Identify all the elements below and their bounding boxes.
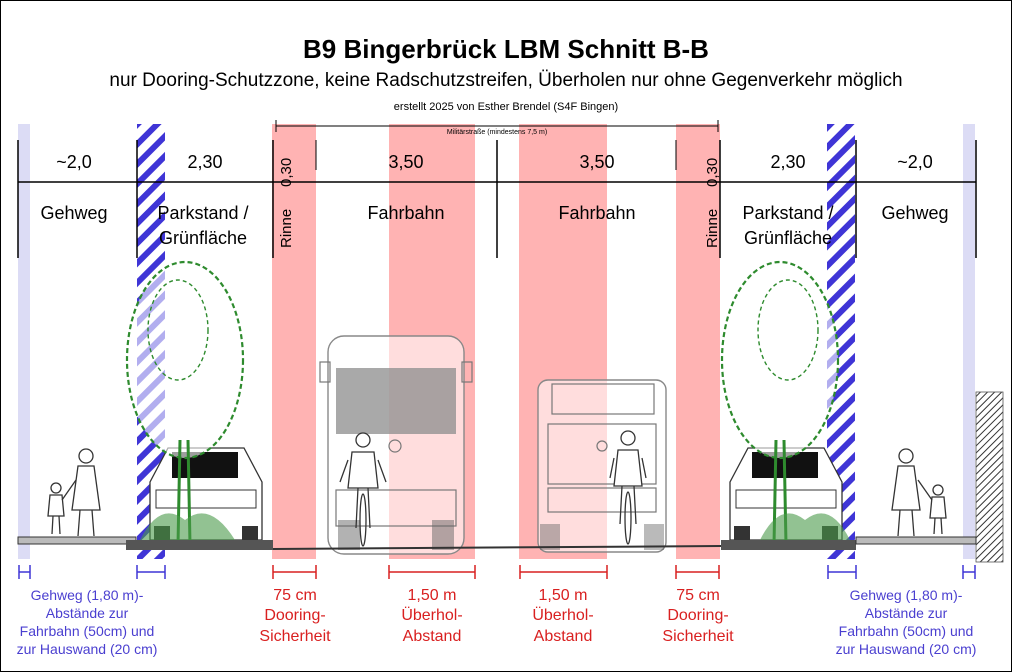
dim-rinne-right: 0,30 — [704, 158, 721, 187]
dooring-zone-right — [676, 124, 720, 559]
militaerstrasse-label: Militärstraße (mindestens 7,5 m) — [447, 129, 547, 136]
label-rinne-left: Rinne — [278, 209, 295, 248]
cyclist-left — [339, 432, 387, 547]
bus-left — [319, 335, 473, 555]
label-parkstand-right-1: Parkstand / — [742, 203, 833, 223]
label-gehweg-left: Gehweg — [40, 203, 107, 223]
house-wall — [975, 391, 1004, 563]
dim-park-left: 2,30 — [187, 152, 222, 172]
svg-text:Abstände zur: Abstände zur — [865, 605, 948, 621]
label-rinne-right: Rinne — [704, 209, 721, 248]
note-gehweg-left: Gehweg (1,80 m)- Abstände zur Fahrbahn (… — [17, 587, 158, 657]
page-title: B9 Bingerbrück LBM Schnitt B-B — [303, 34, 709, 64]
svg-text:Überhol-: Überhol- — [532, 606, 593, 624]
label-fahrbahn-left: Fahrbahn — [367, 203, 444, 223]
bracket-red-2 — [388, 565, 476, 579]
svg-text:Gehweg (1,80 m)-: Gehweg (1,80 m)- — [850, 587, 963, 603]
bracket-blue-left-1 — [18, 565, 31, 579]
dim-fahrbahn-right: 3,50 — [579, 152, 614, 172]
note-gehweg-right: Gehweg (1,80 m)- Abstände zur Fahrbahn (… — [836, 587, 977, 657]
svg-text:zur Hauswand (20 cm): zur Hauswand (20 cm) — [17, 641, 158, 657]
svg-text:1,50 m: 1,50 m — [539, 587, 588, 604]
dim-park-right: 2,30 — [770, 152, 805, 172]
svg-text:75 cm: 75 cm — [273, 587, 317, 604]
label-gehweg-right: Gehweg — [881, 203, 948, 223]
bus-right — [537, 379, 667, 553]
road-surface — [17, 536, 977, 550]
dim-rinne-left: 0,30 — [278, 158, 295, 187]
label-parkstand-left-1: Parkstand / — [157, 203, 248, 223]
pedestrians-left — [47, 448, 101, 537]
note-ueberhol-right: 1,50 m Überhol- Abstand — [532, 587, 593, 645]
label-parkstand-right-2: Grünfläche — [744, 228, 832, 248]
bracket-blue-right-1 — [827, 565, 857, 579]
svg-text:1,50 m: 1,50 m — [408, 587, 457, 604]
svg-text:zur Hauswand (20 cm): zur Hauswand (20 cm) — [836, 641, 977, 657]
svg-text:75 cm: 75 cm — [676, 587, 720, 604]
gehweg-strip-left — [18, 124, 30, 559]
svg-text:Dooring-: Dooring- — [264, 607, 325, 624]
tree-left — [125, 260, 245, 546]
note-dooring-right: 75 cm Dooring- Sicherheit — [662, 587, 734, 645]
svg-text:Fahrbahn (50cm) und: Fahrbahn (50cm) und — [839, 623, 974, 639]
gehweg-strip-right — [963, 124, 975, 559]
bracket-red-1 — [272, 565, 317, 579]
svg-text:Abstand: Abstand — [534, 628, 593, 645]
svg-text:Abstände zur: Abstände zur — [46, 605, 129, 621]
note-dooring-left: 75 cm Dooring- Sicherheit — [259, 587, 331, 645]
svg-text:Sicherheit: Sicherheit — [259, 628, 331, 645]
dimension-ticks — [17, 140, 977, 258]
label-parkstand-left-2: Grünfläche — [159, 228, 247, 248]
cyclist-right — [609, 430, 647, 545]
note-ueberhol-left: 1,50 m Überhol- Abstand — [401, 587, 462, 645]
dim-gehweg-right: ~2,0 — [897, 152, 933, 172]
dim-gehweg-left: ~2,0 — [56, 152, 92, 172]
svg-text:Überhol-: Überhol- — [401, 606, 462, 624]
dim-fahrbahn-left: 3,50 — [388, 152, 423, 172]
bracket-blue-right-2 — [962, 565, 976, 579]
svg-text:Gehweg (1,80 m)-: Gehweg (1,80 m)- — [31, 587, 144, 603]
svg-text:Dooring-: Dooring- — [667, 607, 728, 624]
pedestrians-right — [891, 448, 947, 537]
svg-text:Sicherheit: Sicherheit — [662, 628, 734, 645]
credit-text: erstellt 2025 von Esther Brendel (S4F Bi… — [394, 101, 618, 113]
dooring-zone-left — [272, 124, 316, 559]
svg-text:Fahrbahn (50cm) und: Fahrbahn (50cm) und — [20, 623, 155, 639]
svg-text:Abstand: Abstand — [403, 628, 462, 645]
label-fahrbahn-right: Fahrbahn — [558, 203, 635, 223]
bracket-blue-left-2 — [136, 565, 166, 579]
tree-right — [720, 260, 850, 546]
bracket-red-3 — [519, 565, 608, 579]
page-subtitle: nur Dooring-Schutzzone, keine Radschutzs… — [109, 70, 902, 91]
bracket-red-4 — [675, 565, 720, 579]
